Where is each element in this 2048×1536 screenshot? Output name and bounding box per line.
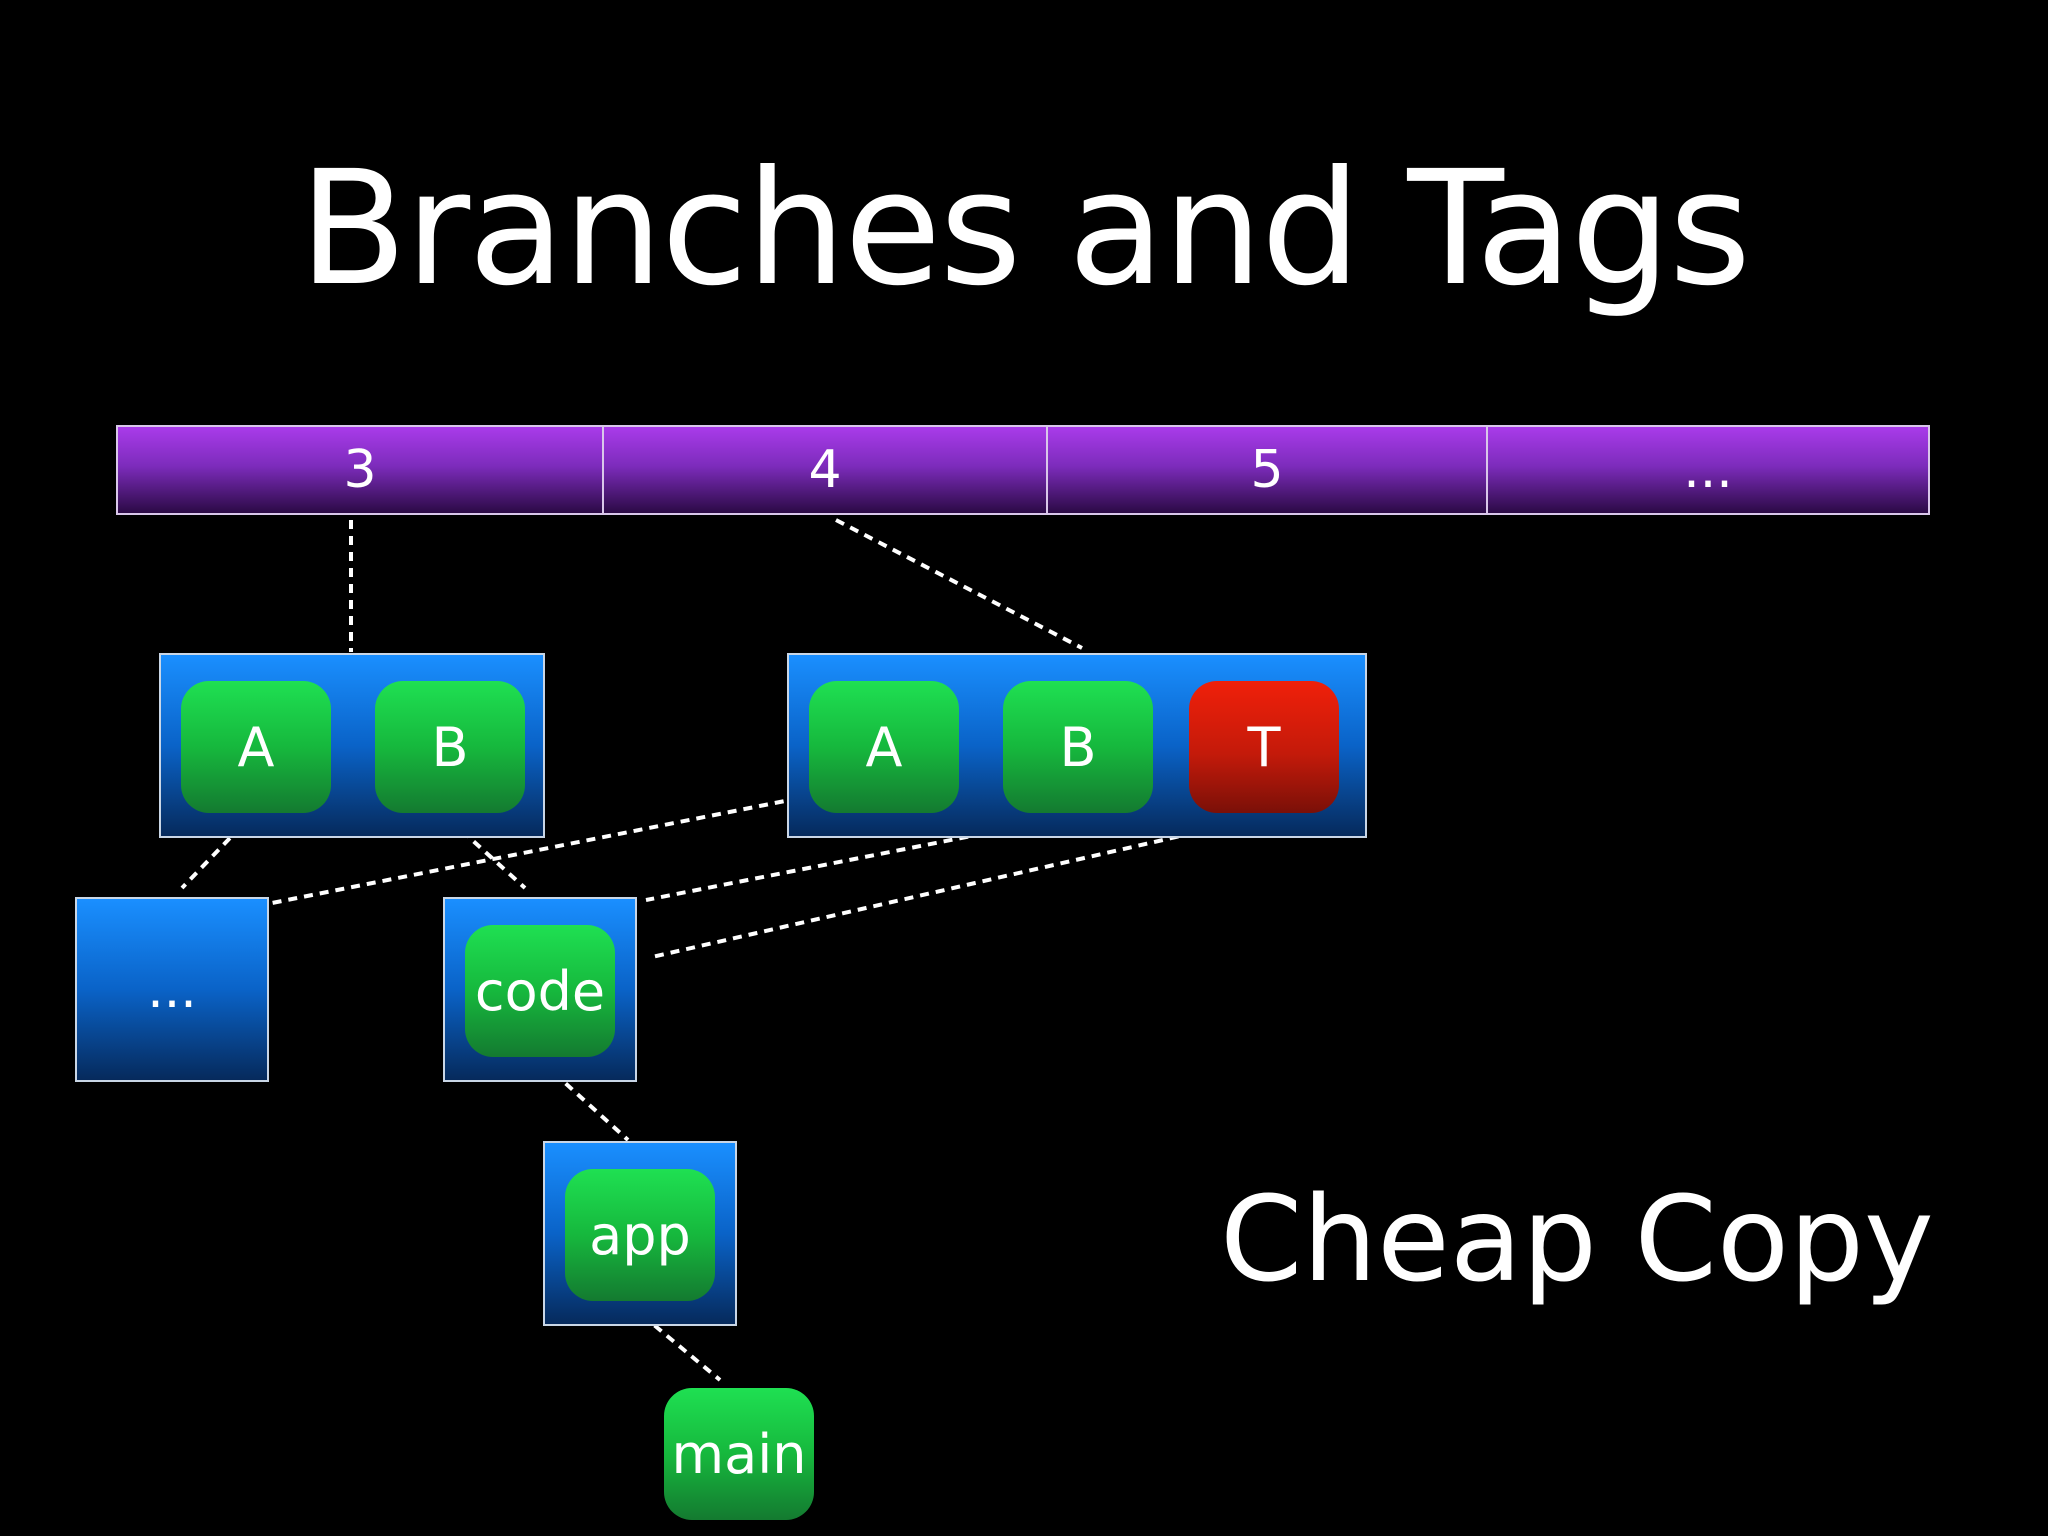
revision-3: 3 [118,427,604,513]
rev4-node-b: B [1003,681,1153,813]
revision-bar: 3 4 5 ... [116,425,1930,515]
revision-4: 4 [604,427,1048,513]
link-t-code [651,813,1273,959]
code-dir-box: code [443,897,637,1082]
ellipsis-dir-box: ... [75,897,269,1082]
cheap-copy-caption: Cheap Copy [1220,1170,1934,1308]
link-rev4-tree [835,518,1083,650]
rev3-node-b: B [375,681,525,813]
revision-more: ... [1683,440,1733,500]
rev3-tree-box: A B [159,653,545,838]
rev4-tree-box: A B T [787,653,1367,838]
app-node: app [565,1169,715,1301]
rev4-node-a: A [809,681,959,813]
code-node: code [465,925,615,1057]
revision-5: 5 [1048,427,1488,513]
slide-title: Branches and Tags [298,137,1751,321]
ellipsis-dir-label: ... [147,959,197,1020]
app-dir-box: app [543,1141,737,1326]
rev3-node-a: A [181,681,331,813]
link-a2-ellipsis [271,793,816,905]
rev4-node-tag: T [1189,681,1339,813]
main-file-node: main [664,1388,814,1520]
